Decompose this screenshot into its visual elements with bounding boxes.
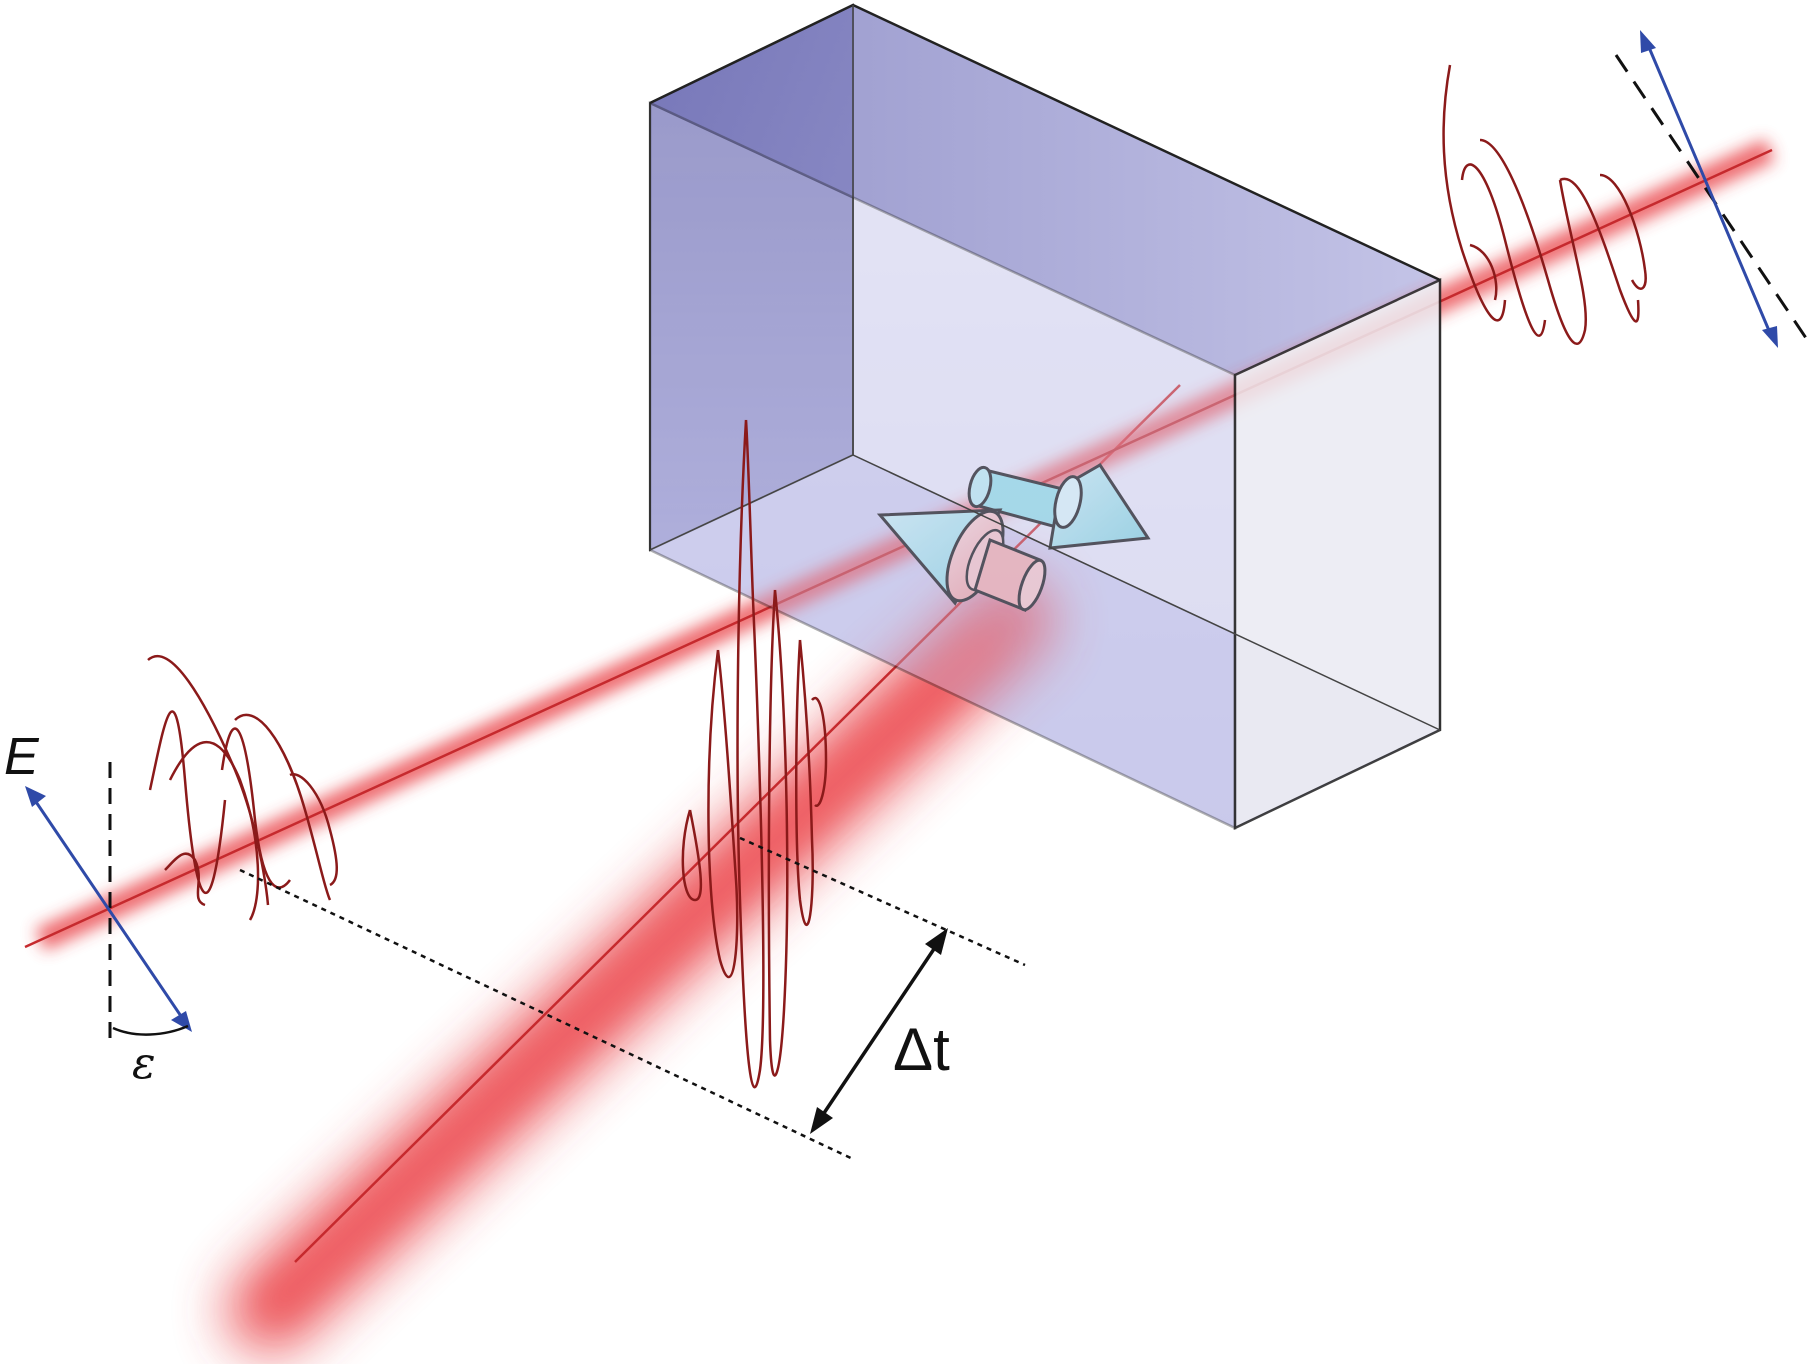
field-label: E <box>4 728 40 786</box>
polarization-arrow-output-icon <box>1614 30 1808 348</box>
delay-label: Δt <box>893 1016 950 1083</box>
delay-guides <box>239 836 1026 1162</box>
delay-arrow-icon <box>810 928 948 1134</box>
pump-pulse <box>681 419 828 1089</box>
angle-label: ε <box>132 1038 156 1089</box>
crystal-box-icon <box>648 3 1442 830</box>
probe-pulse-input <box>147 654 338 921</box>
polarization-arrow-input-icon <box>25 762 192 1048</box>
probe-pulse-output <box>1442 64 1647 345</box>
